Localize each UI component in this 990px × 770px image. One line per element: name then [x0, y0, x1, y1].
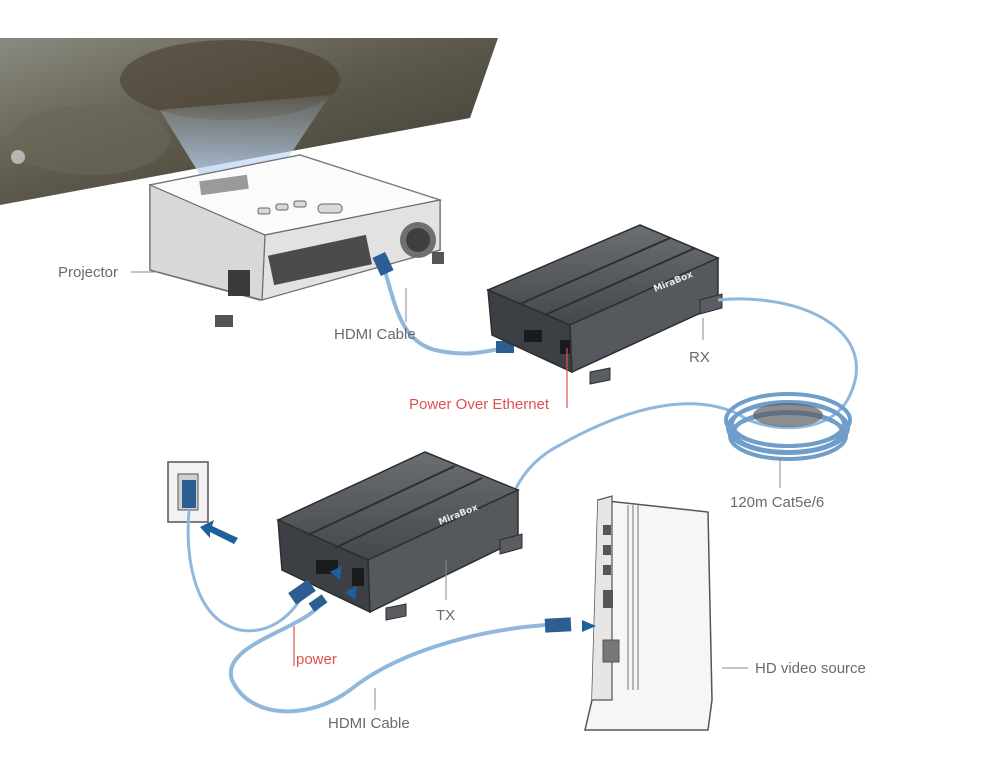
projector-buttons	[257, 200, 343, 215]
label-hdmi-cable-bottom: HDMI Cable	[328, 715, 410, 732]
arrow-source-hdmi-icon	[582, 620, 596, 632]
hd-video-source	[584, 495, 713, 731]
hdmi-plug-source	[544, 617, 572, 633]
projector	[148, 154, 444, 327]
power-plug-tx	[308, 594, 328, 612]
hdmi-plug-tx	[288, 579, 316, 605]
hdmi-cable-bottom	[228, 603, 546, 714]
hdmi-plug-projector	[372, 251, 394, 277]
label-power: power	[296, 651, 337, 668]
rx-extender: MiraBox	[486, 224, 723, 385]
power-cable	[186, 509, 302, 633]
label-hdmi-cable-top: HDMI Cable	[334, 326, 416, 343]
arrow-to-outlet-icon	[200, 520, 238, 544]
projection-screen	[0, 38, 498, 205]
arrow-tx-hdmi-icon	[330, 566, 342, 580]
hdmi-cable-top	[380, 261, 506, 356]
label-power-over-ethernet: Power Over Ethernet	[409, 396, 550, 413]
label-tx: TX	[436, 607, 455, 624]
arrow-tx-power-icon	[345, 586, 357, 600]
label-cable-length: 120m Cat5e/6	[730, 494, 824, 511]
hdmi-plug-rx	[496, 341, 514, 353]
label-projector: Projector	[58, 264, 118, 281]
vent-slots	[627, 505, 639, 690]
tx-extender: MiraBox	[276, 451, 523, 621]
label-rx: RX	[689, 349, 710, 366]
label-hd-video-source: HD video source	[755, 660, 866, 677]
